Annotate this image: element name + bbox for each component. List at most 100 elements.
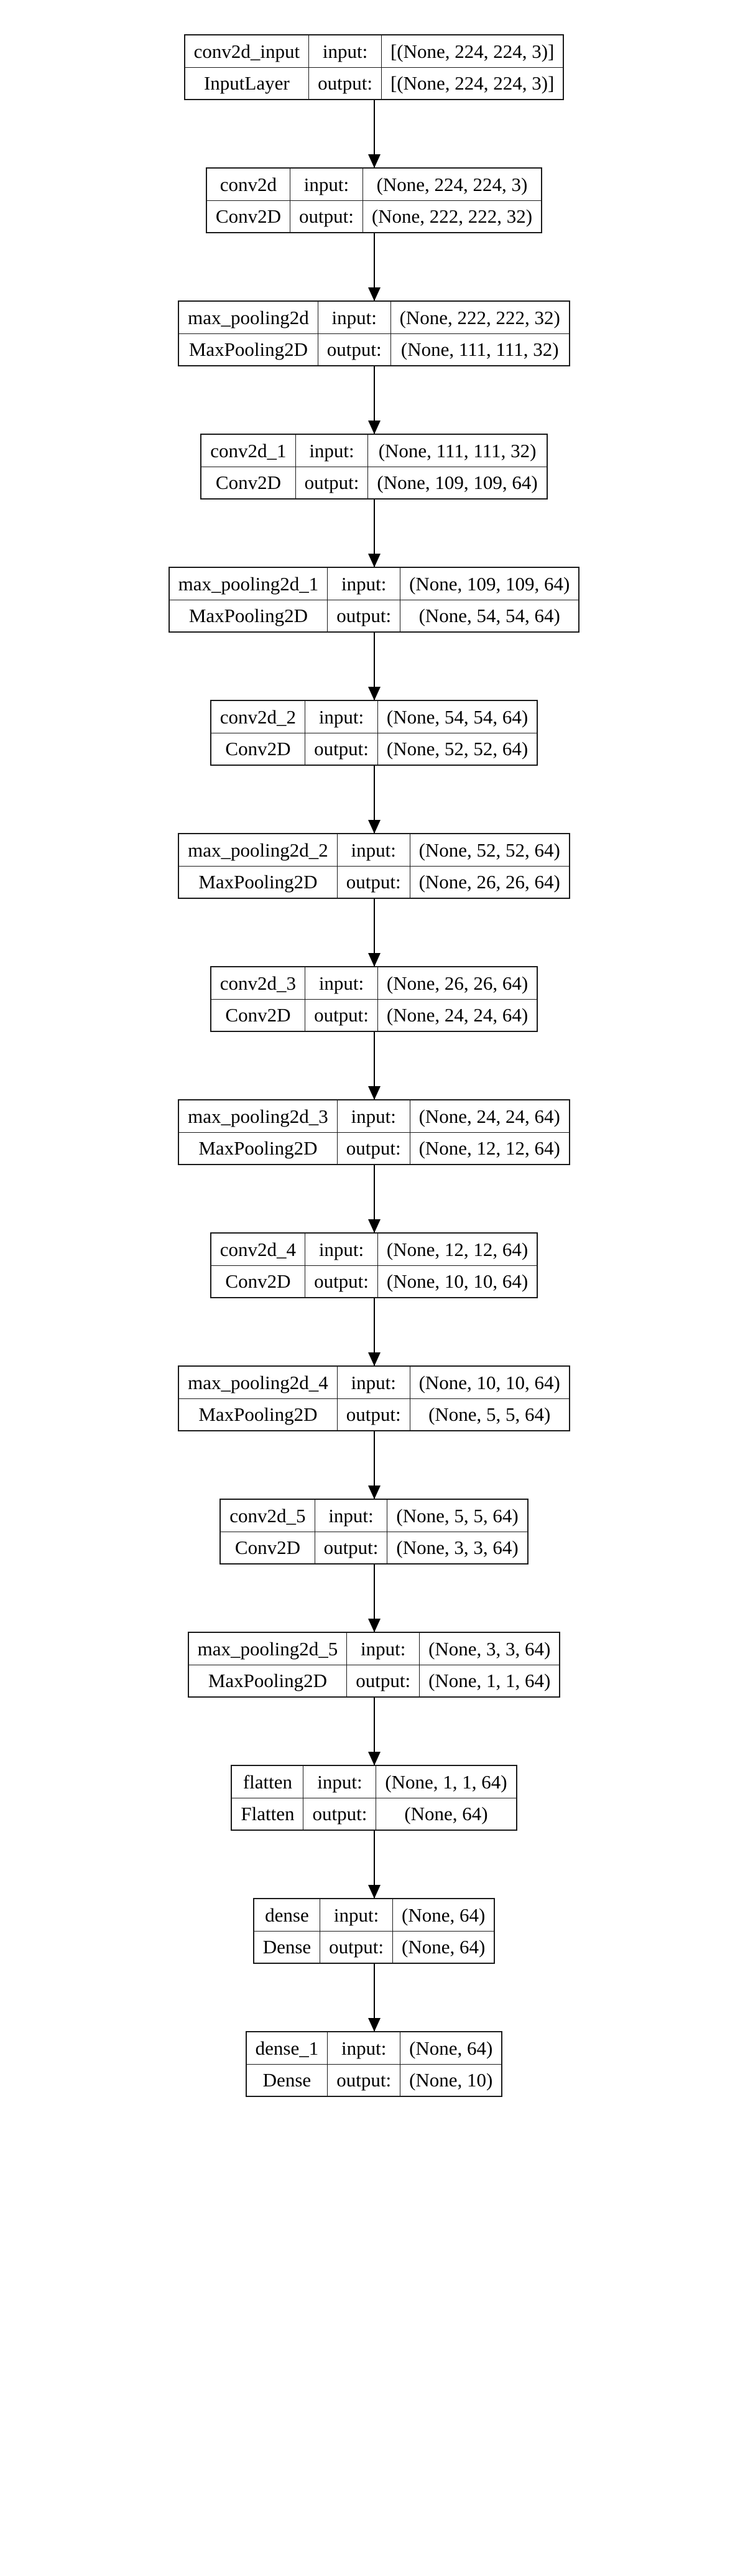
edge-arrow — [0, 233, 748, 301]
layer-class: MaxPooling2D — [188, 1664, 348, 1698]
layer-name: max_pooling2d_1 — [169, 567, 328, 600]
output-shape: (None, 111, 111, 32) — [390, 333, 570, 366]
output-label: output: — [327, 2063, 401, 2097]
layer-class: Conv2D — [200, 466, 296, 500]
input-label: input: — [336, 1099, 410, 1133]
output-shape: (None, 3, 3, 64) — [387, 1531, 529, 1565]
input-label: input: — [320, 1898, 394, 1932]
edge-arrow — [0, 1032, 748, 1100]
arrow-line — [367, 500, 381, 567]
layer-name: conv2d_1 — [200, 434, 296, 467]
output-label: output: — [346, 1664, 420, 1698]
output-label: output: — [336, 1398, 410, 1431]
output-label: output: — [336, 1132, 410, 1165]
edge-arrow — [0, 899, 748, 967]
input-shape: (None, 3, 3, 64) — [419, 1632, 560, 1665]
output-label: output: — [305, 998, 378, 1032]
output-label: output: — [305, 1265, 378, 1298]
output-label: output: — [314, 1531, 388, 1565]
input-label: input: — [305, 700, 378, 733]
output-label: output: — [320, 1930, 394, 1964]
layer-name: conv2d_5 — [219, 1499, 315, 1532]
layer-name: conv2d — [206, 167, 290, 201]
edge-arrow — [0, 1431, 748, 1499]
arrow-head-icon — [367, 1486, 381, 1499]
arrow-line — [367, 366, 381, 434]
edge-arrow — [0, 1165, 748, 1233]
input-shape: (None, 111, 111, 32) — [367, 434, 548, 467]
input-label: input: — [336, 1365, 410, 1399]
arrow-head-icon — [367, 953, 381, 967]
layer-class: MaxPooling2D — [178, 333, 318, 366]
arrow-head-icon — [367, 554, 381, 567]
input-label: input: — [317, 300, 391, 334]
edge-arrow — [0, 766, 748, 834]
arrow-line — [367, 1565, 381, 1632]
input-shape: (None, 1, 1, 64) — [376, 1765, 517, 1798]
input-label: input: — [336, 833, 410, 867]
input-label: input: — [327, 567, 401, 600]
arrow-line — [367, 1698, 381, 1765]
layer-name: max_pooling2d_4 — [178, 1365, 338, 1399]
input-shape: (None, 24, 24, 64) — [409, 1099, 570, 1133]
output-label: output: — [336, 865, 410, 899]
arrow-head-icon — [367, 1619, 381, 1632]
input-label: input: — [289, 167, 363, 201]
output-shape: (None, 10, 10, 64) — [377, 1265, 538, 1298]
input-shape: (None, 222, 222, 32) — [390, 300, 570, 334]
layer-class: Conv2D — [210, 732, 306, 766]
layer-name: conv2d_2 — [210, 700, 306, 733]
arrow-head-icon — [367, 1219, 381, 1233]
input-shape: (None, 10, 10, 64) — [409, 1365, 570, 1399]
arrow-head-icon — [367, 154, 381, 168]
layer-name: conv2d_4 — [210, 1232, 306, 1266]
input-shape: (None, 5, 5, 64) — [387, 1499, 529, 1532]
input-shape: (None, 54, 54, 64) — [377, 700, 538, 733]
edge-arrow — [0, 1831, 748, 1899]
output-label: output: — [303, 1797, 377, 1831]
input-shape: [(None, 224, 224, 3)] — [381, 34, 564, 68]
input-shape: (None, 12, 12, 64) — [377, 1232, 538, 1266]
layer-name: dense — [253, 1898, 321, 1932]
output-shape: (None, 54, 54, 64) — [400, 599, 579, 633]
arrow-head-icon — [367, 1752, 381, 1765]
output-shape: (None, 109, 109, 64) — [367, 466, 548, 500]
output-label: output: — [317, 333, 391, 366]
